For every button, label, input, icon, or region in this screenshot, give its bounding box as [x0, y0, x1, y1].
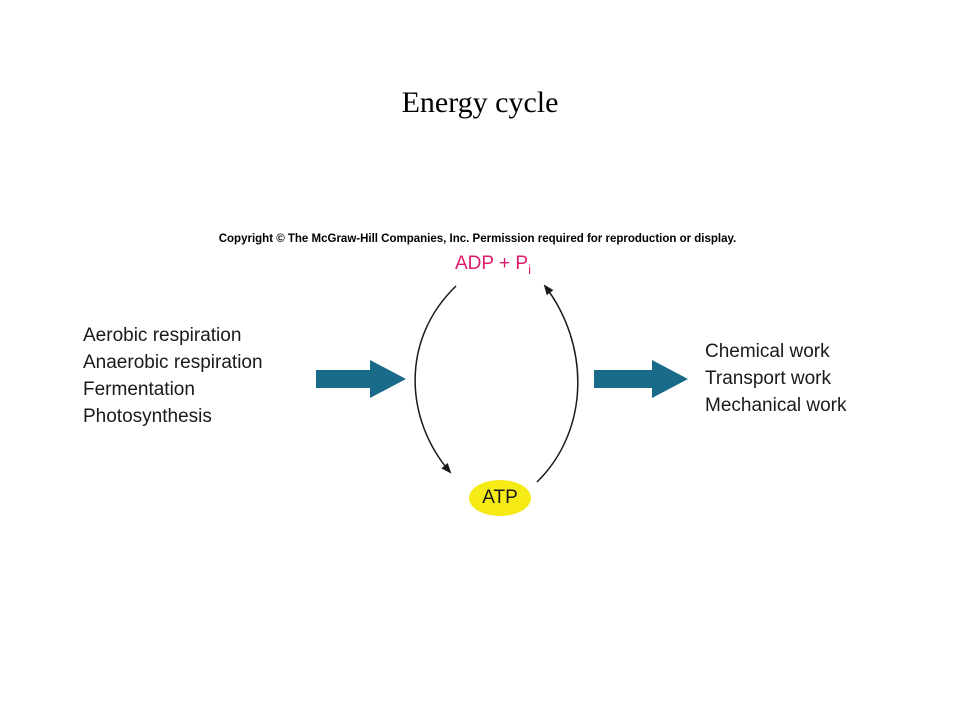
pi-subscript: i [528, 262, 531, 277]
cycle-arrow-left [414, 285, 457, 474]
copyright-notice: Copyright © The McGraw-Hill Companies, I… [218, 233, 737, 245]
work-type-item: Transport work [705, 368, 831, 389]
energy-source-item: Anaerobic respiration [83, 352, 263, 373]
atp-label: ATP [482, 487, 518, 508]
energy-source-item: Fermentation [83, 379, 195, 400]
cycle-arrow-right [536, 284, 579, 483]
input-block-arrow [316, 360, 406, 398]
adp-text: ADP + P [455, 253, 529, 274]
work-types-list: Chemical work Transport work Mechanical … [705, 338, 847, 419]
work-type-item: Chemical work [705, 341, 830, 362]
output-block-arrow [594, 360, 688, 398]
energy-sources-list: Aerobic respiration Anaerobic respiratio… [83, 322, 263, 430]
energy-source-item: Aerobic respiration [83, 325, 242, 346]
adp-pi-label: ADP + Pi [455, 253, 531, 277]
energy-source-item: Photosynthesis [83, 406, 212, 427]
atp-ellipse [469, 480, 531, 516]
work-type-item: Mechanical work [705, 395, 847, 416]
slide-title: Energy cycle [401, 86, 559, 119]
